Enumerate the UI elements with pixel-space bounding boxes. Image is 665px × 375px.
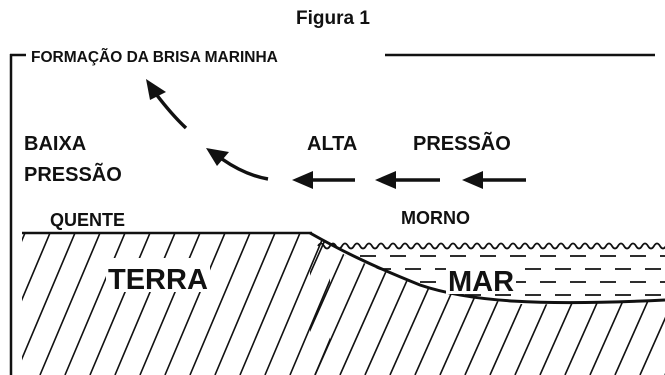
sea-label-background	[446, 260, 516, 294]
hatch-line	[514, 239, 576, 375]
hatch-line	[239, 233, 301, 375]
hatch-line	[389, 239, 451, 375]
wind-arrow-2	[375, 171, 440, 189]
hatch-line	[22, 233, 51, 375]
wind-arrow-3	[462, 171, 526, 189]
hatch-line	[189, 233, 251, 375]
figure-caption: Figura 1	[296, 8, 370, 29]
hatch-line	[289, 233, 330, 375]
land-label: TERRA	[108, 264, 208, 296]
curved-arrow-up-left-icon	[206, 148, 229, 166]
rising-air-arrow-lower	[206, 148, 269, 181]
hatch-line	[264, 233, 326, 375]
land-temperature-label: QUENTE	[50, 210, 125, 230]
high-pressure-label-word2: PRESSÃO	[413, 132, 511, 155]
hatch-line	[139, 233, 201, 375]
hatch-line	[639, 239, 665, 375]
sea-temperature-label: MORNO	[401, 208, 470, 228]
hatch-line	[310, 239, 351, 375]
arrow-left-icon	[462, 171, 483, 189]
water-surface-waves	[317, 242, 665, 250]
diagram-title: FORMAÇÃO DA BRISA MARINHA	[31, 48, 278, 66]
sea-label: MAR	[448, 266, 514, 298]
land-hatching	[22, 233, 330, 375]
hatch-line	[339, 239, 401, 375]
rising-air-arrow-upper	[146, 79, 188, 130]
seabed-line	[309, 231, 665, 305]
hatch-line	[64, 233, 126, 375]
hatch-line	[364, 239, 426, 375]
wind-arrow-1	[292, 171, 355, 189]
hatch-line	[589, 239, 651, 375]
arrow-left-icon	[375, 171, 396, 189]
arrow-left-icon	[292, 171, 313, 189]
low-pressure-label-line2: PRESSÃO	[24, 163, 122, 186]
hatch-line	[539, 239, 601, 375]
hatch-line	[614, 239, 665, 375]
frame-border	[9, 53, 655, 375]
hatch-line	[22, 233, 76, 375]
high-pressure-label-word1: ALTA	[307, 133, 357, 155]
hatch-line	[114, 233, 176, 375]
hatch-line	[310, 239, 326, 375]
curved-arrow-up-left-icon	[146, 79, 166, 100]
hatch-line	[39, 233, 101, 375]
hatch-line	[22, 233, 26, 375]
hatch-line	[164, 233, 226, 375]
hatch-line	[564, 239, 626, 375]
hatch-line	[214, 233, 276, 375]
land-label-background	[106, 258, 210, 292]
low-pressure-label-line1: BAIXA	[24, 133, 86, 155]
hatch-line	[89, 233, 151, 375]
